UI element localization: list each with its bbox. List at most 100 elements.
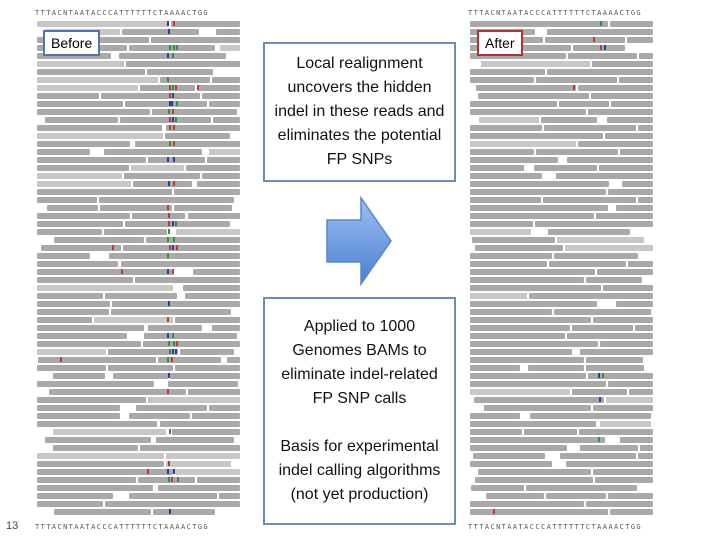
aligned-read [209,101,240,107]
aligned-read [638,453,653,459]
aligned-read [580,349,653,355]
mismatch-mark [173,21,175,26]
aligned-read [197,477,240,483]
aligned-read [470,413,520,419]
after-reads-track [468,21,653,519]
aligned-read [470,357,584,363]
aligned-read [470,189,606,195]
aligned-read [529,293,653,299]
aligned-read [165,133,230,139]
aligned-read [207,157,240,163]
aligned-read [54,237,144,243]
mismatch-mark [173,469,175,474]
aligned-read [37,453,164,459]
after-alignment-panel: TTTACNTAATACCCATTTTTTCTAAAACTGG TTTACNTA… [468,5,653,535]
aligned-read [144,333,237,339]
aligned-read [37,477,136,483]
mismatch-mark [121,269,123,274]
mismatch-mark [169,245,171,250]
mismatch-mark [176,341,178,346]
aligned-read [470,165,524,171]
mismatch-mark [168,477,170,482]
aligned-read [593,405,653,411]
aligned-read [209,149,240,155]
aligned-read [543,197,636,203]
aligned-read [53,429,166,435]
mismatch-mark [167,333,169,338]
aligned-read [567,157,653,163]
mismatch-mark [172,349,174,354]
aligned-read [470,205,608,211]
aligned-read [470,501,584,507]
aligned-read [212,77,240,83]
aligned-read [183,285,240,291]
mismatch-mark [169,45,171,50]
aligned-read [148,157,205,163]
aligned-read [549,261,626,267]
mismatch-mark [172,109,174,114]
aligned-read [37,221,123,227]
aligned-read [37,381,154,387]
aligned-read [484,405,591,411]
aligned-read [104,149,202,155]
aligned-read [470,141,576,147]
aligned-read [610,21,653,27]
aligned-read [212,325,240,331]
aligned-read [175,365,240,371]
aligned-read [606,397,653,403]
before-reads-track [35,21,240,519]
aligned-read [470,421,596,427]
aligned-read [37,141,130,147]
aligned-read [147,69,213,75]
aligned-read [616,301,653,307]
aligned-read [638,125,653,131]
aligned-read [175,469,240,475]
aligned-read [471,485,524,491]
aligned-read [586,277,642,283]
mismatch-mark [167,53,169,58]
aligned-read [188,213,240,219]
aligned-read [160,77,210,83]
mismatch-mark [171,357,173,362]
aligned-read [593,317,653,323]
aligned-read [534,165,597,171]
before-label: Before [43,30,101,56]
aligned-read [536,149,618,155]
mismatch-mark [167,157,169,162]
aligned-read [536,77,617,83]
aligned-read [94,317,173,323]
aligned-read [104,229,167,235]
aligned-read [111,309,231,315]
mismatch-mark [167,317,169,322]
aligned-read [37,85,138,91]
mismatch-mark [573,85,575,90]
aligned-read [133,181,192,187]
aligned-read [554,253,638,259]
aligned-read [554,309,651,315]
aligned-read [202,93,240,99]
aligned-read [213,117,240,123]
aligned-read [49,389,186,395]
mismatch-mark [169,349,171,354]
aligned-read [37,325,144,331]
aligned-read [112,301,240,307]
aligned-read [470,429,522,435]
aligned-read [168,381,238,387]
mismatch-mark [172,221,174,226]
aligned-read [37,173,122,179]
mismatch-mark [175,85,177,90]
aligned-read [158,485,240,491]
aligned-read [171,21,240,27]
aligned-read [37,197,97,203]
aligned-read [105,293,177,299]
aligned-read [470,293,527,299]
aligned-read [37,253,90,259]
mismatch-mark [175,117,177,122]
aligned-read [37,125,162,131]
aligned-read [37,77,158,83]
aligned-read [38,357,156,363]
aligned-read [37,21,169,27]
aligned-read [37,277,133,283]
aligned-read [121,261,240,267]
aligned-read [599,165,653,171]
